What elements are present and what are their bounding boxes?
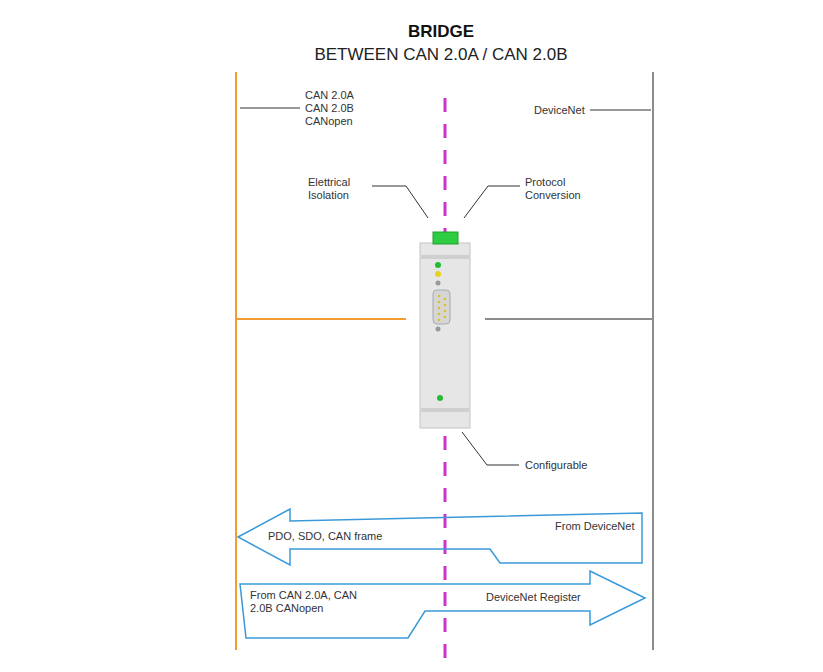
screw xyxy=(436,327,441,332)
diagram-title: BRIDGE xyxy=(241,22,641,42)
db9-connector xyxy=(433,290,450,324)
leader-line xyxy=(462,432,519,465)
devicenet-stub-line xyxy=(485,318,653,320)
pin xyxy=(444,304,447,307)
green-terminal xyxy=(433,232,458,244)
screw xyxy=(436,281,441,286)
led xyxy=(435,271,441,277)
callout-label: Elettrical Isolation xyxy=(308,176,370,202)
housing-slot xyxy=(421,408,469,412)
can-stub-line xyxy=(236,318,406,320)
callout-label: Configurable xyxy=(525,459,587,472)
pin xyxy=(444,310,447,313)
leader-line xyxy=(590,110,651,111)
arrow-text: From CAN 2.0A, CAN 2.0B CANopen xyxy=(250,589,362,615)
arrow-text: PDO, SDO, CAN frame xyxy=(268,530,382,543)
pin xyxy=(444,316,447,319)
pin xyxy=(444,298,447,301)
bridge-device xyxy=(420,232,470,428)
flow-arrow: PDO, SDO, CAN frame From DeviceNet xyxy=(236,505,650,569)
bus-label: DeviceNet xyxy=(534,104,585,117)
pin xyxy=(438,313,441,316)
can-bus-line xyxy=(235,72,237,650)
led xyxy=(435,262,441,268)
led xyxy=(437,395,443,401)
pin xyxy=(438,295,441,298)
devicenet-bus-line xyxy=(652,72,654,650)
bus-label: CAN 2.0A CAN 2.0B CANopen xyxy=(305,89,367,128)
arrow-shape xyxy=(240,571,645,638)
flow-arrow: From CAN 2.0A, CAN 2.0B CANopen DeviceNet… xyxy=(238,568,648,640)
housing-slot xyxy=(421,255,469,259)
arrow-shape xyxy=(238,509,642,565)
leader-line xyxy=(464,186,520,218)
device-housing xyxy=(420,243,470,428)
pin xyxy=(438,301,441,304)
diagram-subtitle: BETWEEN CAN 2.0A / CAN 2.0B xyxy=(241,45,641,65)
arrow-text: DeviceNet Register xyxy=(486,591,581,604)
callout-label: Protocol Conversion xyxy=(525,176,595,202)
pin xyxy=(438,307,441,310)
leader-line xyxy=(372,186,428,218)
leader-line xyxy=(240,108,300,109)
pin xyxy=(438,319,441,322)
arrow-text: From DeviceNet xyxy=(555,520,634,533)
